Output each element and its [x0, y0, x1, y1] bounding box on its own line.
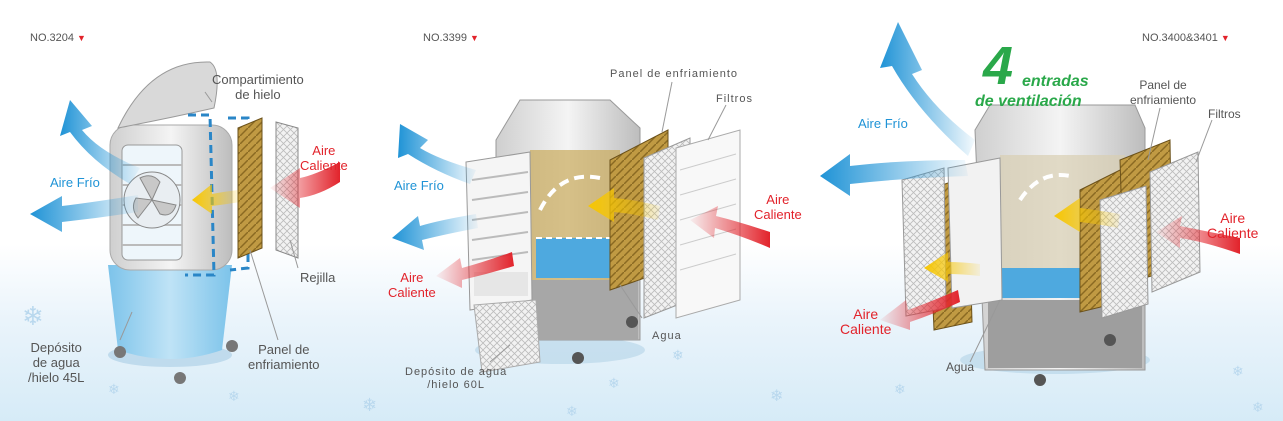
cold-air-arrow-down [392, 214, 478, 250]
water-label: Agua [946, 360, 975, 374]
cooler-3399 [392, 81, 770, 373]
tank-label: Depósito de agua/hielo 60L [405, 366, 508, 391]
cold-air-arrow-up [60, 100, 140, 184]
snowflake-icon: ❄ [108, 381, 120, 397]
air-flow-arrow [588, 188, 660, 222]
cooling-pad [237, 117, 263, 259]
snowflake-icon: ❄ [894, 381, 906, 397]
cold-air-label: Aire Frío [394, 178, 444, 193]
hot-air-arrow [270, 162, 340, 208]
cold-air-arrow-left [820, 154, 968, 196]
ventilation-badge: 4 entradas de ventilación [975, 36, 1089, 110]
snowflake-icon: ❄ [566, 403, 578, 419]
hot-air-arrow-left [880, 290, 960, 330]
ice-compartment-lid [117, 61, 218, 129]
water-tank [108, 265, 232, 359]
cold-air-arrow-up [398, 124, 476, 184]
cold-air-label: Aire Frío [858, 116, 908, 131]
air-flow-arrow [1054, 198, 1120, 232]
snowflake-icon: ❄ [770, 388, 784, 405]
air-flow-arrow [192, 184, 240, 214]
cold-air-arrow-up [880, 22, 975, 156]
model-label-3400-3401: NO.3400&3401▼ [1142, 32, 1230, 44]
hot-air-arrow-right [1156, 216, 1240, 254]
model-label-3204: NO.3204▼ [30, 32, 86, 44]
filters-label: Filtros [1208, 107, 1241, 121]
filter-panel-left [901, 167, 947, 317]
snowflake-icon: ❄ [608, 375, 620, 391]
cold-air-label: Aire Frío [50, 175, 100, 190]
snowflake-icon: ❄ [672, 347, 684, 363]
cooler-3204 [30, 61, 340, 384]
snowflake-icon: ❄ [22, 301, 44, 331]
hot-air-arrow-left [436, 252, 514, 288]
filters-label: Filtros [716, 93, 753, 105]
snowflake-icon: ❄ [228, 388, 240, 404]
cooling-pad-label: Panel de enfriamiento [610, 68, 739, 80]
snowflake-icon: ❄ [362, 395, 378, 415]
grille-label: Rejilla [300, 270, 336, 285]
water-basin [536, 238, 614, 278]
cooler-3400-3401 [820, 22, 1240, 386]
water-label: Agua [652, 330, 682, 342]
front-louvre-door [947, 157, 1003, 309]
model-label-3399: NO.3399▼ [423, 32, 479, 44]
cold-air-arrow-down [30, 195, 138, 232]
hot-air-arrow-right [690, 206, 770, 248]
snowflake-icon: ❄ [1232, 363, 1244, 379]
snowflake-icon: ❄ [1252, 399, 1264, 415]
